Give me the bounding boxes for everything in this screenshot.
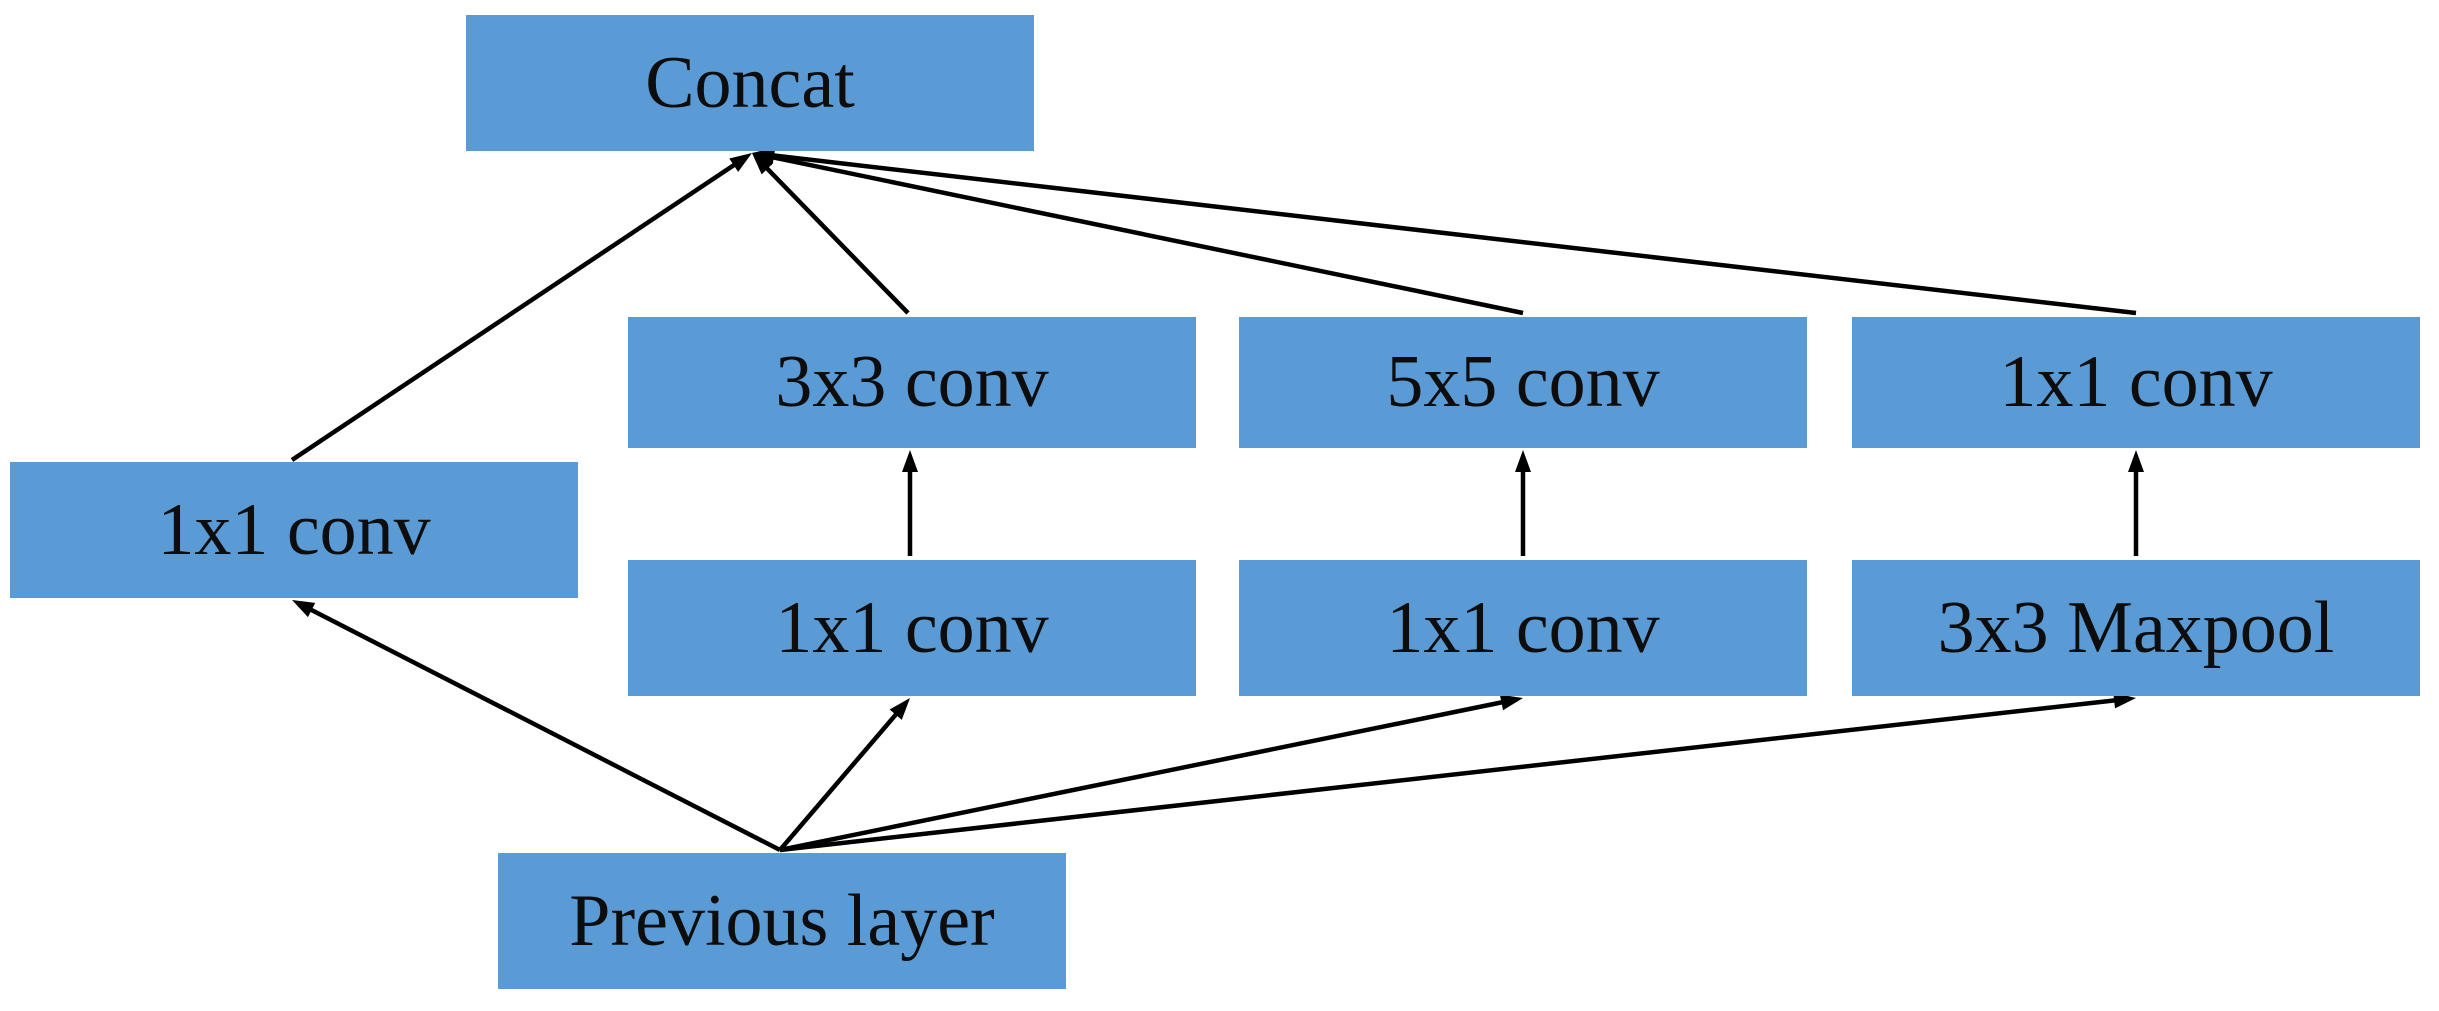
arrowhead bbox=[752, 153, 774, 175]
node-concat-box bbox=[466, 15, 1034, 151]
arrowhead bbox=[752, 147, 775, 164]
arrowhead bbox=[292, 600, 316, 618]
node-conv1x1-reduce-5x5[interactable]: 1x1 conv bbox=[1239, 560, 1807, 696]
node-maxpool3x3-box bbox=[1852, 560, 2420, 696]
node-previous-layer[interactable]: Previous layer bbox=[498, 853, 1066, 989]
arrowhead bbox=[1515, 450, 1531, 472]
arrow-conv5x5-to-concat bbox=[752, 149, 1524, 316]
node-conv1x1-reduce-3x3-box bbox=[628, 560, 1196, 696]
arrow-line bbox=[771, 154, 1524, 316]
node-conv1x1-reduce-5x5-label: 1x1 conv bbox=[1386, 587, 1659, 669]
node-conv1x1-reduce-3x3-label: 1x1 conv bbox=[775, 587, 1048, 669]
node-conv3x3[interactable]: 3x3 conv bbox=[628, 317, 1196, 448]
node-conv1x1-reduce-3x3[interactable]: 1x1 conv bbox=[628, 560, 1196, 696]
node-conv1x1-left-label: 1x1 conv bbox=[157, 489, 430, 571]
arrowhead bbox=[2113, 692, 2136, 709]
arrow-line bbox=[778, 711, 899, 852]
arrow-conv1x1-d-to-concat bbox=[752, 147, 2137, 316]
node-conv1x1-left-box bbox=[10, 462, 578, 598]
arrow-maxpool3x3-to-conv1x1-d bbox=[2128, 450, 2144, 556]
nodes: Concat 1x1 conv 3x3 conv 5x5 conv 1x1 co… bbox=[10, 15, 2420, 989]
arrow-conv1x1-c-to-conv5x5 bbox=[1515, 450, 1531, 556]
arrowhead bbox=[902, 450, 918, 472]
arrow-previous-layer-to-conv1x1-a bbox=[292, 600, 782, 853]
node-conv3x3-label: 3x3 conv bbox=[775, 341, 1048, 423]
node-previous-layer-label: Previous layer bbox=[569, 880, 994, 962]
arrow-previous-layer-to-conv1x1-c bbox=[779, 694, 1523, 853]
arrow-conv1x1-a-to-concat bbox=[290, 153, 752, 462]
node-previous-layer-box bbox=[498, 853, 1066, 989]
arrow-conv3x3-to-concat bbox=[752, 153, 910, 315]
node-concat-label: Concat bbox=[645, 42, 855, 124]
arrow-line bbox=[779, 697, 2117, 853]
arrow-previous-layer-to-maxpool3x3 bbox=[779, 692, 2136, 853]
arrow-line bbox=[771, 153, 2137, 316]
arrowhead bbox=[1499, 694, 1523, 711]
node-conv5x5-label: 5x5 conv bbox=[1386, 341, 1659, 423]
arrow-line bbox=[290, 162, 737, 462]
node-conv1x1-pool-proj[interactable]: 1x1 conv bbox=[1852, 317, 2420, 448]
node-conv5x5[interactable]: 5x5 conv bbox=[1239, 317, 1807, 448]
node-conv3x3-box bbox=[628, 317, 1196, 448]
arrowhead bbox=[889, 698, 910, 720]
arrow-line bbox=[764, 165, 910, 315]
node-conv1x1-left[interactable]: 1x1 conv bbox=[10, 462, 578, 598]
arrow-conv1x1-b-to-conv3x3 bbox=[902, 450, 918, 556]
node-maxpool3x3-label: 3x3 Maxpool bbox=[1938, 587, 2335, 669]
arrow-previous-layer-to-conv1x1-b bbox=[778, 698, 910, 852]
arrow-line bbox=[308, 607, 782, 853]
arrowhead bbox=[729, 153, 752, 172]
edges bbox=[290, 147, 2144, 853]
node-conv1x1-reduce-5x5-box bbox=[1239, 560, 1807, 696]
node-maxpool3x3[interactable]: 3x3 Maxpool bbox=[1852, 560, 2420, 696]
node-concat[interactable]: Concat bbox=[466, 15, 1034, 151]
arrowhead bbox=[2128, 450, 2144, 472]
node-conv1x1-pool-proj-label: 1x1 conv bbox=[1999, 341, 2272, 423]
arrow-line bbox=[779, 699, 1504, 853]
node-conv1x1-pool-proj-box bbox=[1852, 317, 2420, 448]
node-conv5x5-box bbox=[1239, 317, 1807, 448]
